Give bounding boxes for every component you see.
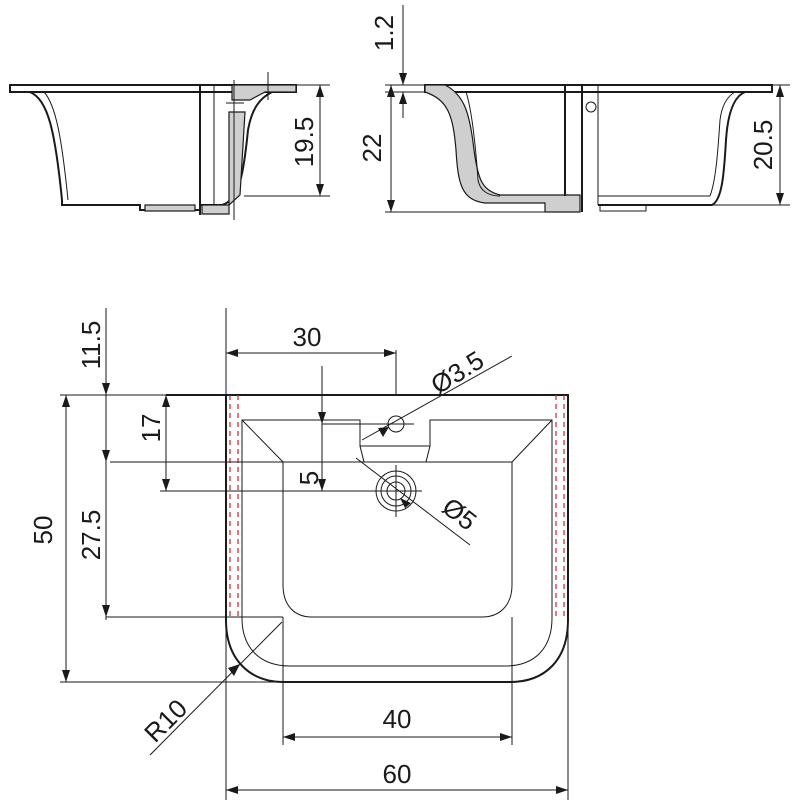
side-section-view-right: 1.2 22 20.5 bbox=[357, 5, 790, 213]
plan-view bbox=[166, 394, 569, 683]
dim-height-mid: 22 bbox=[357, 134, 387, 163]
dim-bowl-depth: 27.5 bbox=[76, 510, 106, 561]
dim-top-offset: 11.5 bbox=[76, 321, 106, 370]
dim-tap-hole: Ø3.5 bbox=[425, 345, 489, 400]
dim-corner-radius: R10 bbox=[138, 693, 193, 748]
drain-hole bbox=[370, 465, 422, 517]
dim-hole-offset: 30 bbox=[293, 322, 322, 352]
dim-thickness: 1.2 bbox=[369, 15, 399, 51]
dim-overall-depth: 50 bbox=[28, 516, 58, 545]
dim-bowl-width: 40 bbox=[383, 704, 412, 734]
dim-depth-left: 19.5 bbox=[289, 117, 319, 168]
dim-front-depth: 17 bbox=[136, 414, 166, 443]
dim-overall-width: 60 bbox=[383, 759, 412, 789]
plan-outer-outline bbox=[166, 394, 569, 683]
side-section-view-left: 19.5 bbox=[9, 72, 330, 220]
plan-bowl bbox=[282, 461, 513, 618]
dim-bowl-step: 5 bbox=[294, 471, 324, 485]
plan-dimensions: 30 11.5 17 5 50 27.5 Ø3.5 bbox=[28, 308, 569, 800]
dim-drain: Ø5 bbox=[437, 491, 483, 536]
left-bowl-outline bbox=[29, 91, 273, 211]
dim-depth-right: 20.5 bbox=[748, 120, 778, 171]
